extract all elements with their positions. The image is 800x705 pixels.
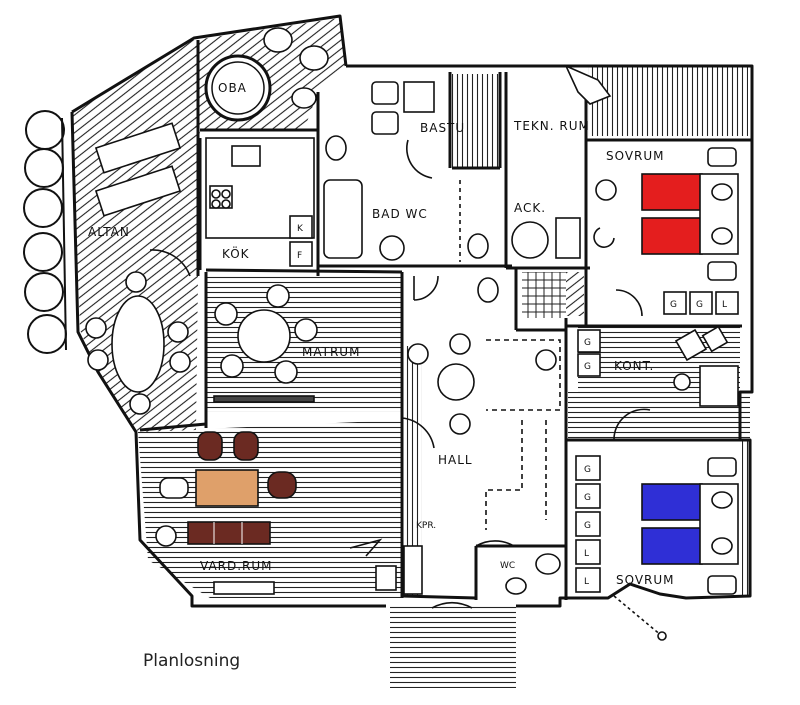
cabinet-l: L <box>722 300 727 310</box>
bedroom-top: SOVRUM G G L <box>593 147 739 315</box>
room-label-tekn-rum: TEKN. RUM <box>513 119 590 133</box>
office: G G KONT. <box>577 325 739 407</box>
tree-icon <box>23 232 63 272</box>
cabinet-l: L <box>584 577 589 587</box>
room-label-kok: KÖK <box>222 245 250 261</box>
matrum-floor <box>206 276 402 412</box>
bed-blue <box>641 527 703 565</box>
tekn-strip <box>588 66 748 136</box>
bed-blue <box>641 483 703 521</box>
bathroom: BASTU BAD WC <box>323 81 489 262</box>
sun-lounger <box>94 165 182 217</box>
water-heater <box>511 221 549 259</box>
sun-lounger <box>94 122 182 174</box>
trees <box>23 110 67 354</box>
dining-table <box>237 309 291 363</box>
cabinet-g: G <box>670 300 677 310</box>
tree-icon <box>25 110 65 150</box>
armchair <box>197 431 223 461</box>
bastu-strip <box>452 74 500 168</box>
room-label-bad-wc: BAD WC <box>372 207 428 221</box>
oba-tub: OBA <box>204 54 272 122</box>
cabinet-g: G <box>584 465 591 475</box>
vardrum-floor <box>138 420 402 598</box>
cabinet-g: G <box>584 338 591 348</box>
tree-icon <box>23 188 63 228</box>
altan-furniture: ALTAN <box>85 122 191 415</box>
cabinet-g: G <box>584 521 591 531</box>
hall: HALL KPR. <box>403 277 561 595</box>
tekn-rum: TEKN. RUM ACK. <box>511 119 590 259</box>
sovrum-strip <box>742 440 752 596</box>
oval-table <box>111 295 165 393</box>
room-label-sovrum-bottom: SOVRUM <box>616 573 675 587</box>
coffee-table <box>195 469 259 507</box>
kitchen: K F KÖK <box>205 137 315 267</box>
caption: Planlosning <box>143 651 241 671</box>
living-room: VARD.RUM <box>155 395 397 595</box>
room-label-vardrum: VARD.RUM <box>200 559 273 573</box>
dining: MATRUM <box>214 284 360 384</box>
bathtub <box>323 179 363 259</box>
room-label-altan: ALTAN <box>88 225 130 239</box>
cabinet-k: K <box>297 224 304 234</box>
cabinet-l: L <box>584 549 589 559</box>
room-label-kont: KONT. <box>614 359 654 373</box>
room-label-hall: HALL <box>438 453 473 467</box>
room-label-ack: ACK. <box>514 201 546 215</box>
hall-strip <box>404 346 422 596</box>
walls <box>70 14 754 608</box>
cabinet-g: G <box>584 493 591 503</box>
tree-icon <box>27 314 67 354</box>
armchair <box>233 431 259 461</box>
cabinet-g: G <box>696 300 703 310</box>
doors <box>149 139 651 609</box>
entrance-stairs <box>390 604 516 688</box>
bedroom-bottom: G G G L L SOVRUM <box>575 455 739 641</box>
deck-fixtures <box>263 27 612 109</box>
bed-red <box>641 217 703 255</box>
sofa <box>187 521 271 545</box>
tile-grid <box>522 272 566 318</box>
cabinet-g: G <box>584 362 591 372</box>
room-label-oba: OBA <box>218 81 247 95</box>
cabinet-f: F <box>297 251 302 261</box>
room-label-sovrum-top: SOVRUM <box>606 149 665 163</box>
tree-icon <box>24 148 64 188</box>
armchair <box>267 471 297 499</box>
tile-grid-dark <box>566 272 584 316</box>
room-label-wc: WC <box>500 561 515 571</box>
room-label-matrum: MATRUM <box>302 345 360 359</box>
room-label-bastu: BASTU <box>420 121 465 135</box>
bed-red <box>641 173 703 211</box>
room-label-kpr: KPR. <box>416 521 436 531</box>
wc: WC <box>500 553 561 595</box>
tree-icon <box>24 272 64 312</box>
